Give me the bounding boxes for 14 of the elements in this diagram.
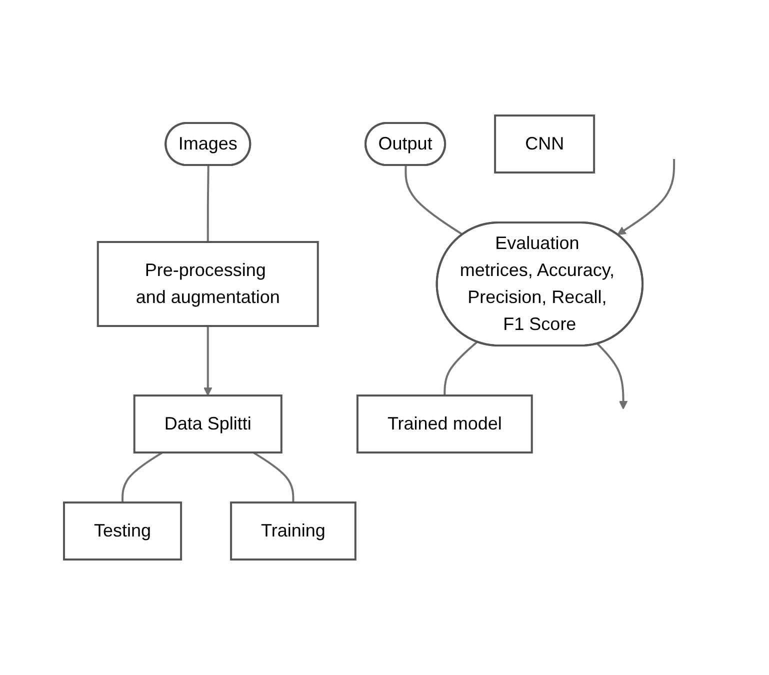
connector xyxy=(207,165,210,242)
node-box: Training xyxy=(230,502,357,560)
node-box: CNN xyxy=(494,114,596,174)
node-box: Data Splitti xyxy=(134,394,283,454)
node-box: Pre-processing and augmentation xyxy=(97,241,320,327)
node-box: Trained model xyxy=(356,394,534,454)
connector xyxy=(618,159,676,236)
connector xyxy=(122,452,164,502)
connector xyxy=(204,326,213,396)
node-box: Testing xyxy=(63,502,183,560)
connector xyxy=(444,341,478,396)
connector xyxy=(253,452,295,502)
connector xyxy=(405,165,464,236)
connector xyxy=(597,343,628,410)
